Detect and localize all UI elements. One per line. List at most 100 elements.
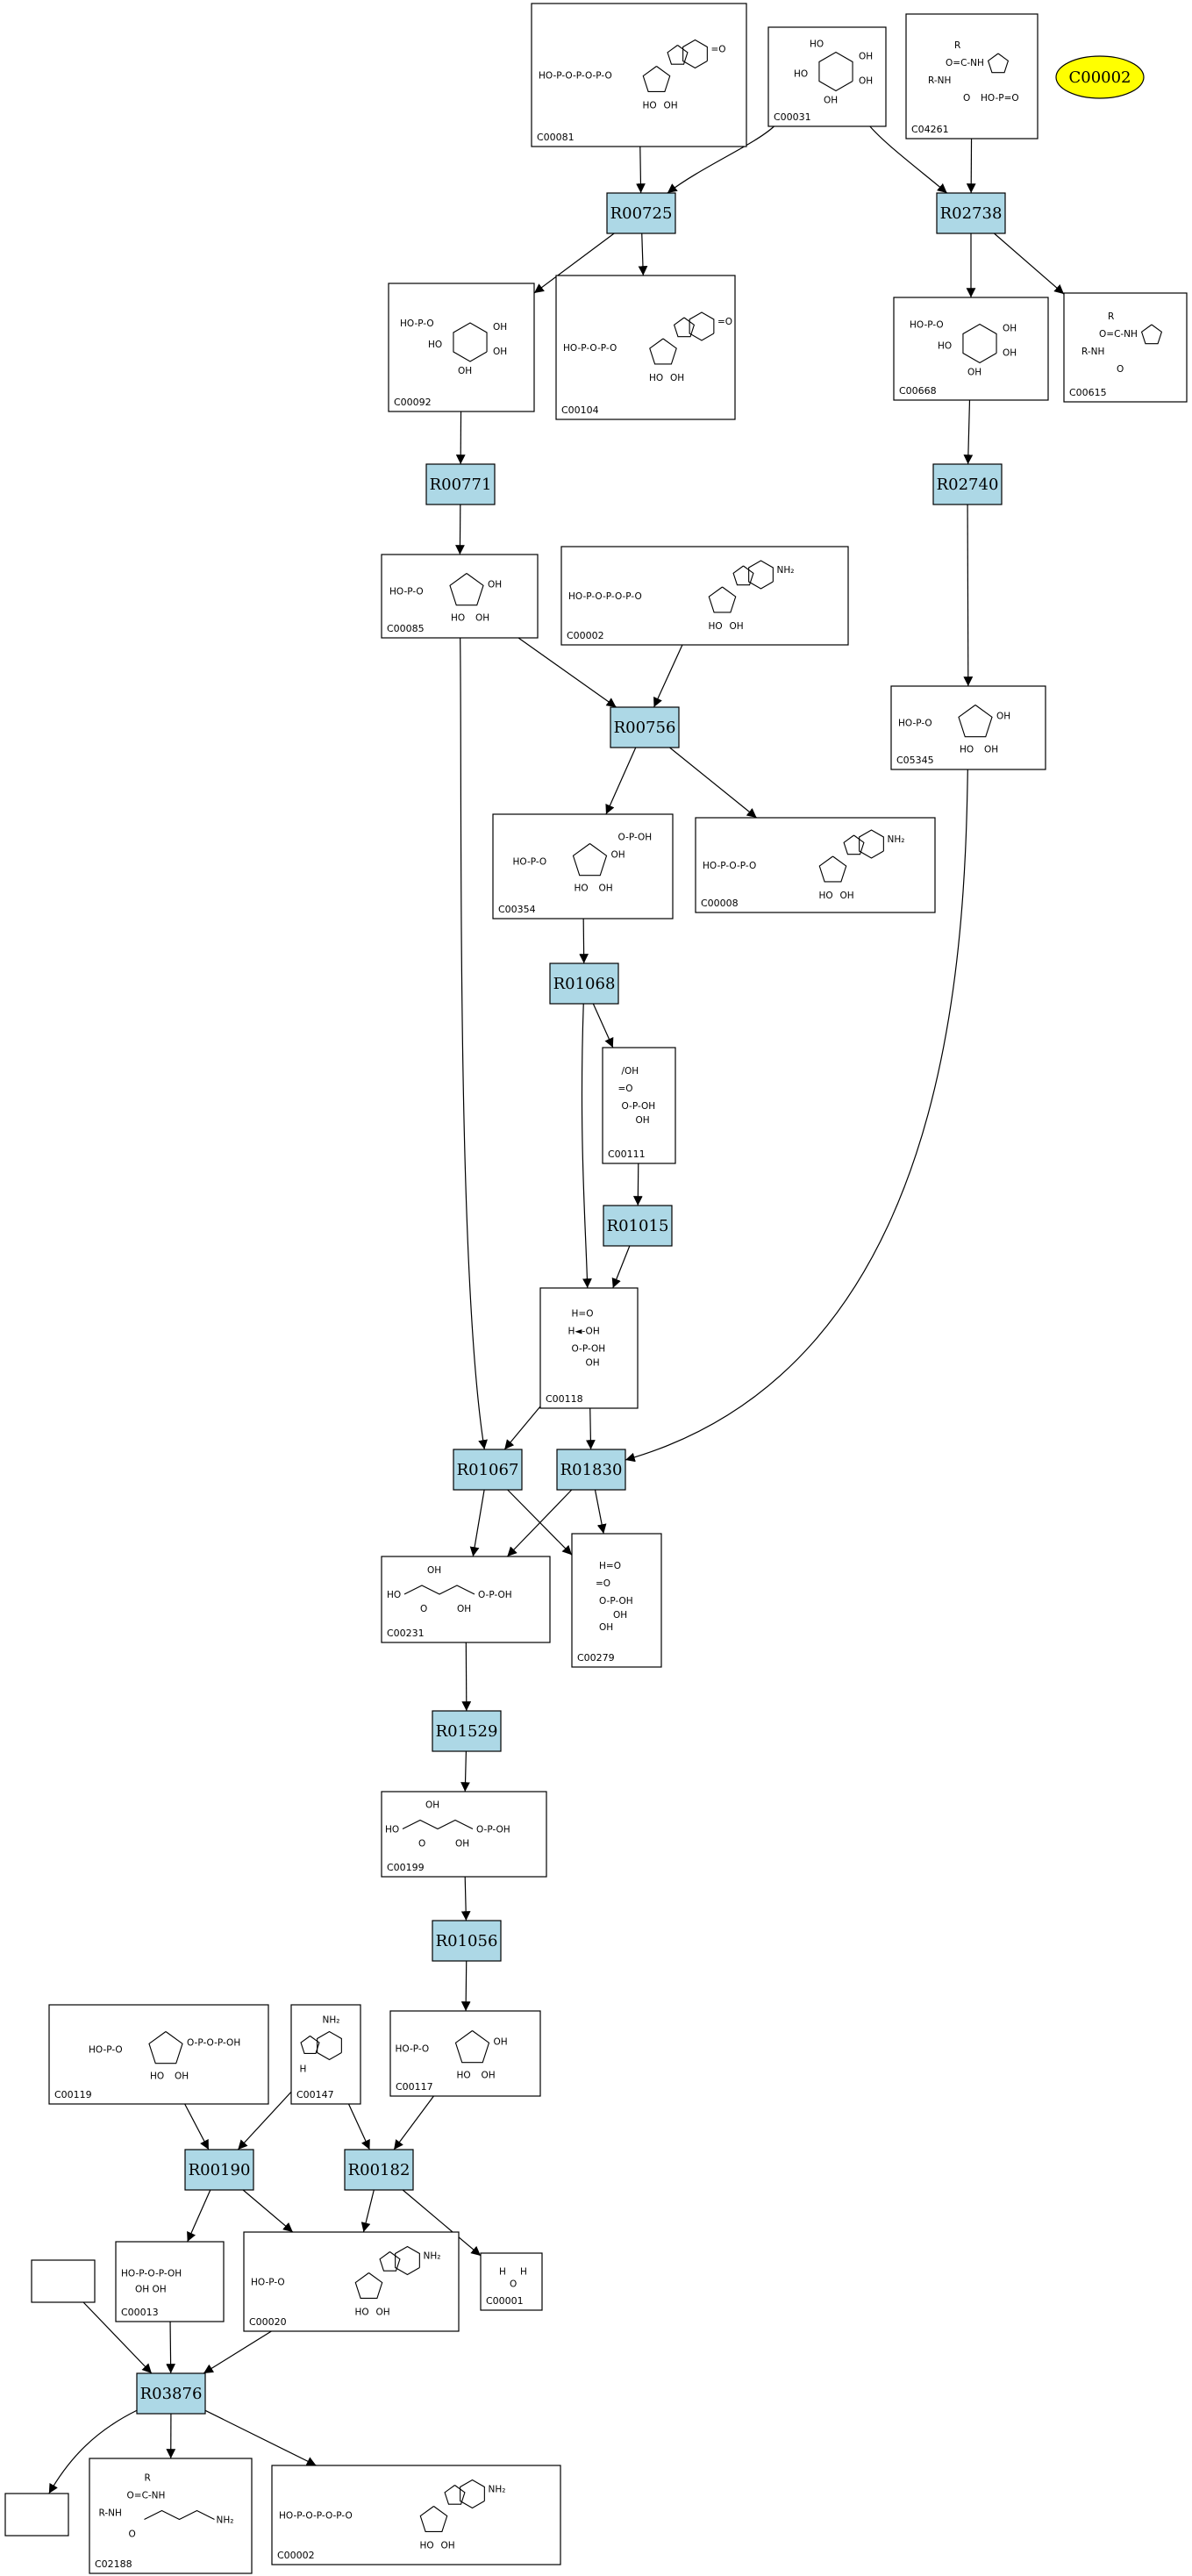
reaction-r01068[interactable]: R01068: [549, 962, 619, 1005]
compound-box[interactable]: [389, 2010, 541, 2097]
compound-box[interactable]: [492, 813, 674, 919]
compound-box[interactable]: [115, 2241, 225, 2322]
atom-label: R-NH: [928, 75, 951, 86]
compound-id-label: C00118: [546, 1393, 583, 1405]
reaction-box[interactable]: [344, 2149, 414, 2191]
compound-box[interactable]: [890, 685, 1046, 770]
compound-id-label: C00111: [608, 1148, 646, 1160]
atom-label: OH: [425, 1800, 439, 1811]
compound-box[interactable]: [31, 2259, 96, 2303]
reaction-box[interactable]: [603, 1205, 673, 1247]
compound-box[interactable]: [4, 2493, 69, 2537]
compound-blank2[interactable]: [4, 2493, 69, 2537]
compound-box[interactable]: [531, 3, 747, 147]
reaction-box[interactable]: [184, 2149, 254, 2191]
compound-box[interactable]: [388, 283, 535, 412]
atom-label: /OH: [622, 1066, 639, 1077]
edge-r00182-to-c00001: [402, 2189, 482, 2257]
edge-c00031-to-r02738: [869, 125, 948, 194]
atom-label: O: [418, 1839, 425, 1850]
reaction-r01015[interactable]: R01015: [603, 1205, 673, 1247]
compound-box[interactable]: [893, 297, 1049, 401]
reaction-id-label: R01056: [436, 1932, 498, 1950]
reaction-r00190[interactable]: R00190: [184, 2149, 254, 2191]
reaction-r00725[interactable]: R00725: [606, 192, 676, 234]
compound-box[interactable]: [555, 275, 736, 420]
reaction-box[interactable]: [453, 1449, 523, 1491]
compound-box[interactable]: [602, 1047, 676, 1164]
reaction-r00756[interactable]: R00756: [610, 706, 680, 748]
reaction-box[interactable]: [136, 2372, 206, 2415]
reaction-r01529[interactable]: R01529: [432, 1710, 502, 1752]
reaction-r03876[interactable]: R03876: [136, 2372, 206, 2415]
atom-label: HO-P-O: [389, 587, 424, 597]
reaction-box[interactable]: [549, 962, 619, 1005]
reaction-r00182[interactable]: R00182: [344, 2149, 414, 2191]
compound-box[interactable]: [381, 554, 539, 639]
compound-box[interactable]: [767, 26, 887, 127]
reaction-r01056[interactable]: R01056: [432, 1920, 502, 1962]
reaction-box[interactable]: [610, 706, 680, 748]
reaction-box[interactable]: [432, 1710, 502, 1752]
reaction-box[interactable]: [556, 1449, 626, 1491]
compound-box[interactable]: [243, 2231, 460, 2332]
compound-blank1[interactable]: [31, 2259, 96, 2303]
reaction-r02740[interactable]: R02740: [932, 463, 1003, 505]
compound-box[interactable]: [89, 2458, 253, 2574]
reaction-r01067[interactable]: R01067: [453, 1449, 523, 1491]
reaction-r00771[interactable]: R00771: [425, 463, 496, 505]
compound-box[interactable]: [539, 1287, 639, 1409]
edge-c00118-to-r01830: [585, 1407, 596, 1450]
reaction-r02738[interactable]: R02738: [936, 192, 1006, 234]
highlight-ellipse[interactable]: [1055, 55, 1145, 99]
compound-box[interactable]: [695, 817, 936, 913]
compound-box[interactable]: [48, 2004, 269, 2105]
reaction-box[interactable]: [432, 1920, 502, 1962]
compound-box[interactable]: [1063, 292, 1188, 403]
compound-box[interactable]: [271, 2465, 561, 2565]
compound-box[interactable]: [905, 13, 1039, 140]
highlighted-compound-c00002[interactable]: C00002: [1055, 55, 1145, 99]
compound-box[interactable]: [290, 2004, 361, 2105]
compound-box[interactable]: [480, 2252, 543, 2311]
compound-box[interactable]: [571, 1533, 662, 1668]
reaction-box[interactable]: [425, 463, 496, 505]
reaction-box[interactable]: [932, 463, 1003, 505]
compound-box[interactable]: [381, 1791, 547, 1878]
atom-label: O=C-NH: [1099, 329, 1138, 340]
atom-label: NH₂: [888, 834, 905, 845]
compound-id-label: C00615: [1069, 387, 1107, 398]
reaction-box[interactable]: [936, 192, 1006, 234]
reaction-box[interactable]: [606, 192, 676, 234]
compound-box[interactable]: [381, 1556, 551, 1643]
compound-box[interactable]: [560, 546, 849, 646]
reaction-r01830[interactable]: R01830: [556, 1449, 626, 1491]
